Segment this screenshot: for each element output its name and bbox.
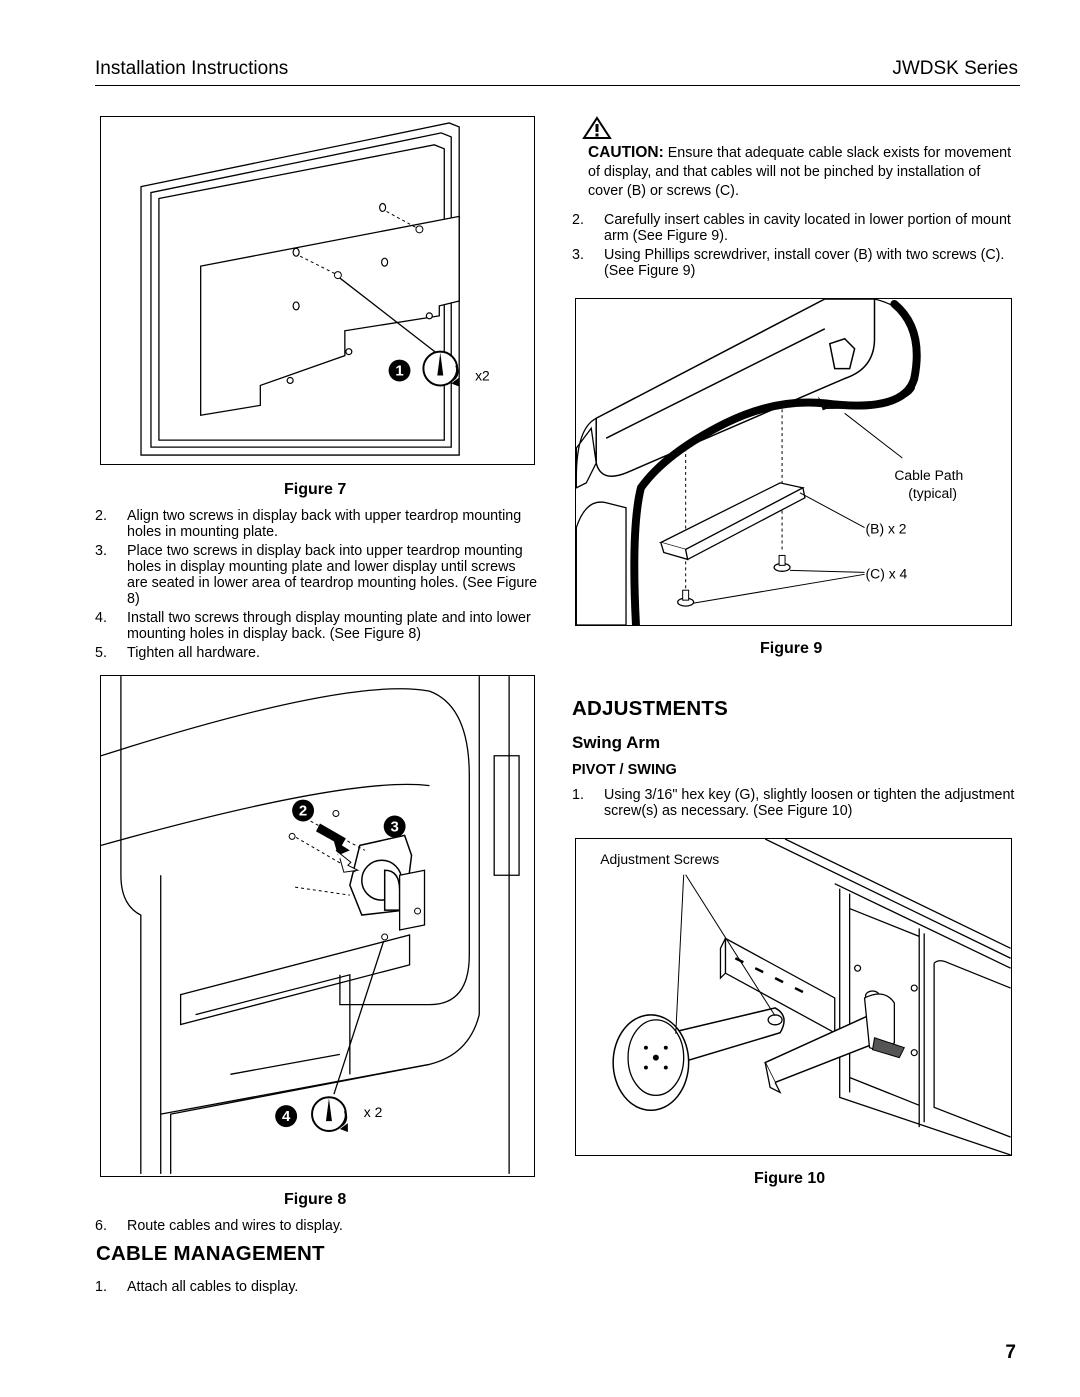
callout-1-label: 1 xyxy=(395,364,403,380)
page-number: 7 xyxy=(1005,1342,1016,1363)
step-text: Using 3/16" hex key (G), slightly loosen… xyxy=(604,787,1015,819)
list-item: 2. Carefully insert cables in cavity loca… xyxy=(572,212,1018,244)
step-number: 3. xyxy=(95,543,107,559)
figure-10-caption: Figure 10 xyxy=(754,1170,826,1187)
step-text: Attach all cables to display. xyxy=(127,1279,299,1295)
label-cover-b: (B) x 2 xyxy=(866,521,907,537)
label-cable-path: Cable Path xyxy=(894,467,963,483)
callout-4-marker xyxy=(275,1105,298,1128)
cable-path xyxy=(630,299,921,625)
cover-b xyxy=(659,482,806,561)
left-steps-list-b: 6. Route cables and wires to display. xyxy=(95,1218,540,1237)
figure-7-qty: x2 xyxy=(475,367,490,383)
pivot-swing-heading: PIVOT / SWING xyxy=(572,762,677,778)
step-text: Route cables and wires to display. xyxy=(127,1218,343,1234)
left-steps-list: 2. Align two screws in display back with … xyxy=(95,508,540,664)
step-number: 4. xyxy=(95,610,107,626)
list-item: 2. Align two screws in display back with … xyxy=(95,508,540,540)
label-adjustment-screws: Adjustment Screws xyxy=(600,851,719,867)
list-item: 6. Route cables and wires to display. xyxy=(95,1218,540,1234)
figure-8-caption: Figure 8 xyxy=(284,1191,347,1208)
label-typical: (typical) xyxy=(908,485,957,501)
cable-management-steps: 1. Attach all cables to display. xyxy=(95,1279,540,1298)
figure-8-illustration: 2 3 4 x 2 xyxy=(100,675,535,1177)
figure-7-drawing: 1 x2 xyxy=(140,122,490,456)
figure-10-illustration: Adjustment Screws xyxy=(575,838,1012,1156)
caution-text: Ensure that adequate cable slack exists … xyxy=(588,145,1012,199)
list-item: 5. Tighten all hardware. xyxy=(95,645,540,661)
step-text: Tighten all hardware. xyxy=(127,645,260,661)
callout-1-marker xyxy=(388,359,411,382)
header-series: JWDSK Series xyxy=(892,58,1018,79)
arm-links xyxy=(669,990,905,1094)
figure-8-qty: x 2 xyxy=(364,1104,383,1120)
figure-7-caption: Figure 7 xyxy=(284,481,347,498)
right-steps-list: 2. Carefully insert cables in cavity loca… xyxy=(572,212,1018,282)
display-mount-plate xyxy=(612,1014,690,1112)
page-header: Installation Instructions JWDSK Series xyxy=(95,58,1020,86)
step-number: 1. xyxy=(95,1279,107,1295)
figure-9-drawing: Cable Path (typical) (B) x 2 (C) x 4 xyxy=(576,299,963,625)
callout-2-label: 2 xyxy=(299,803,307,820)
warning-icon xyxy=(582,116,612,139)
callout-4-label: 4 xyxy=(282,1108,291,1125)
figure-7-illustration: 1 x2 xyxy=(100,116,535,465)
adjustments-heading: ADJUSTMENTS xyxy=(572,697,728,720)
label-screws-c: (C) x 4 xyxy=(866,565,908,581)
step-number: 6. xyxy=(95,1218,107,1234)
step-number: 1. xyxy=(572,787,584,803)
screwdriver-icon xyxy=(422,350,460,387)
figure-8-drawing: 2 3 4 x 2 xyxy=(101,676,520,1174)
step-text: Install two screws through display mount… xyxy=(127,610,531,642)
swing-arm-plate xyxy=(349,834,426,931)
step-number: 2. xyxy=(95,508,107,524)
adjustments-steps: 1. Using 3/16" hex key (G), slightly loos… xyxy=(572,787,1018,822)
figure-9-caption: Figure 9 xyxy=(760,640,823,657)
swing-arm-heading: Swing Arm xyxy=(572,733,661,752)
figure-9-illustration: Cable Path (typical) (B) x 2 (C) x 4 xyxy=(575,298,1012,626)
header-title: Installation Instructions xyxy=(95,58,289,79)
caution-notice: CAUTION: Ensure that adequate cable slac… xyxy=(588,143,1018,201)
step-number: 3. xyxy=(572,247,584,263)
step-text: Align two screws in display back with up… xyxy=(127,508,522,540)
step-text: Carefully insert cables in cavity locate… xyxy=(604,212,1011,244)
step-number: 5. xyxy=(95,645,107,661)
callout-3-marker xyxy=(383,815,406,838)
step-text: Using Phillips screwdriver, install cove… xyxy=(604,247,1005,279)
list-item: 4. Install two screws through display mou… xyxy=(95,610,540,642)
caution-label: CAUTION: xyxy=(588,144,664,161)
screw-c xyxy=(677,554,791,607)
list-item: 1. Attach all cables to display. xyxy=(95,1279,540,1295)
list-item: 1. Using 3/16" hex key (G), slightly loos… xyxy=(572,787,1018,819)
callout-3-label: 3 xyxy=(390,818,398,835)
cable-management-heading: CABLE MANAGEMENT xyxy=(96,1242,325,1265)
screwdriver-icon xyxy=(311,1096,348,1133)
step-number: 2. xyxy=(572,212,584,228)
list-item: 3. Place two screws in display back into … xyxy=(95,543,540,607)
callout-2-marker xyxy=(292,799,315,822)
list-item: 3. Using Phillips screwdriver, install co… xyxy=(572,247,1018,279)
step-text: Place two screws in display back into up… xyxy=(127,543,538,607)
figure-10-drawing: Adjustment Screws xyxy=(600,839,1011,1155)
